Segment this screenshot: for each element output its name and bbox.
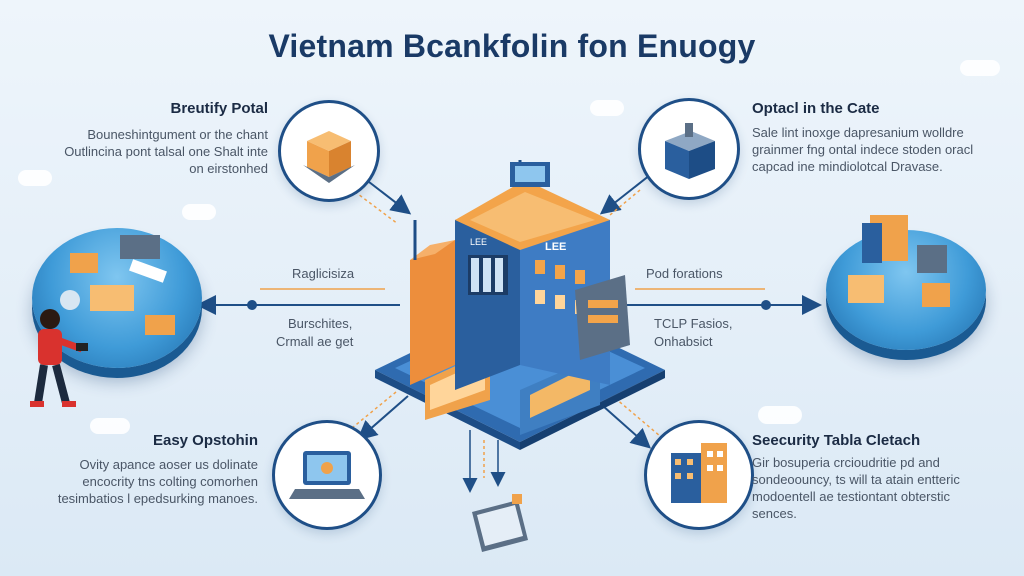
cloud-decoration [90, 418, 130, 434]
page-title: Vietnam Bcankfolin fon Enuogy [268, 28, 756, 64]
building-sign-main: LEE [470, 237, 487, 247]
bottom-right-heading: Seecurity Tabla Cletach [752, 432, 921, 449]
top-right-heading: Optacl in the Cate [752, 100, 880, 117]
cloud-decoration [18, 170, 52, 186]
bottom-right-description: Gir bosuperia crcioudritie pd and sondeo… [752, 455, 960, 521]
left-connector-label-bottom-1: Burschites, [288, 316, 353, 331]
bottom-left-description: Ovity apance aoser us dolinate encocrity… [57, 457, 258, 506]
box-icon-circle [278, 100, 380, 202]
right-connector-label-bottom-2: Onhabsict [654, 334, 713, 349]
left-platform-objects [60, 235, 175, 335]
laptop-icon-circle [272, 420, 382, 530]
device-icon-circle [638, 98, 740, 200]
right-connector-label-top: Pod forations [646, 266, 723, 281]
left-connector-label-top: Raglicisiza [292, 266, 355, 281]
top-left-heading: Breutify Potal [170, 100, 268, 117]
right-platform-objects [848, 215, 950, 307]
buildings-icon-circle [644, 420, 754, 530]
buildings-icon [671, 443, 727, 503]
laptop-icon [289, 451, 365, 499]
top-right-description: Sale lint inoxge dapresanium wolldre gra… [752, 125, 974, 174]
left-connector-label-bottom-2: Crmall ae get [276, 334, 354, 349]
top-left-description: Bouneshintgument or the chant Outlincina… [64, 127, 268, 176]
bottom-left-heading: Easy Opstohin [152, 432, 258, 449]
cloud-decoration [182, 204, 216, 220]
server-box-icon [665, 123, 715, 179]
package-icon [303, 131, 355, 183]
cloud-decoration [590, 100, 624, 116]
building-sign-side: LEE [545, 241, 566, 253]
central-building-illustration: LEE LEE [375, 160, 665, 450]
person-illustration [30, 309, 88, 407]
cloud-decoration [960, 60, 1000, 76]
right-connector-label-bottom-1: TCLP Fasios, [654, 316, 733, 331]
cloud-decoration [758, 406, 802, 424]
monitor-illustration [472, 494, 528, 552]
